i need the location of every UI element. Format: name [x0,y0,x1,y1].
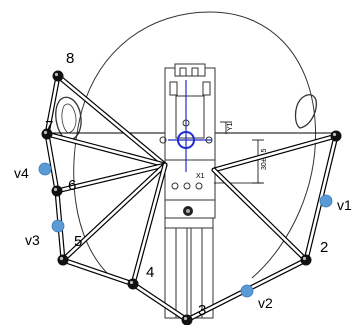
link-bar [212,134,338,172]
virtual-points [38,162,333,298]
link-bar [61,163,167,262]
link-bar [45,132,167,167]
joint-label-7: 7 [45,118,54,135]
link-bar [55,163,167,193]
y1-annotation: Y1 [227,122,234,131]
virtual-point-v4 [38,162,52,176]
vpoint-label-v3: v3 [25,232,40,248]
joint-highlight [332,132,337,137]
joint-2 [300,254,312,266]
plate-screw-center [186,209,190,213]
dimension-annotation: 30±0.5 [261,149,268,170]
left-ear-inner [61,103,77,134]
joint-3 [181,314,193,325]
link-bar [212,168,308,262]
joint-highlight [53,187,58,192]
right-ear [294,94,317,129]
joint-right [330,130,342,142]
vpoint-label-v4: v4 [14,165,29,181]
joint-label-6: 6 [68,177,77,194]
joint-label-2: 2 [320,239,329,256]
link-bar [131,163,167,286]
link-bar [45,132,59,193]
link-bar [61,258,135,286]
joint-highlight [54,72,59,77]
joints [41,70,342,325]
joint-label-3: 3 [198,302,207,319]
joint-5 [57,254,69,266]
virtual-point-v2 [240,284,254,298]
dimension-marks [214,121,264,184]
vpoint-label-v2: v2 [258,295,273,311]
x1-annotation: X1 [196,173,205,180]
lower-column [164,217,214,319]
vpoint-label-v1: v1 [337,197,352,213]
link-bars [44,73,339,323]
plate-holes [159,119,213,190]
joint-label-4: 4 [146,264,155,281]
joint-label-5: 5 [74,233,83,250]
link-bar [45,74,60,136]
joint-8 [52,70,64,82]
head-outline [73,11,317,279]
virtual-point-v1 [319,194,333,208]
joint-label-8: 8 [66,50,75,67]
joint-6 [51,185,63,197]
joint-highlight [43,130,48,135]
joint-7 [41,128,53,140]
mounting-plate [164,63,216,219]
joint-highlight [59,256,64,261]
link-bar [131,282,189,322]
virtual-point-v3 [51,219,65,233]
link-bar [56,74,167,167]
joint-highlight [183,316,188,321]
joint-highlight [302,256,307,261]
joint-highlight [129,280,134,285]
joint-4 [127,278,139,290]
